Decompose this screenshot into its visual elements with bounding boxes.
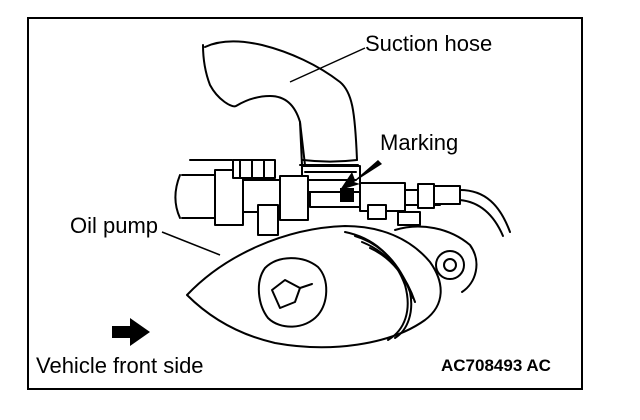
suction-hose	[202, 40, 359, 166]
suction-hose-label: Suction hose	[365, 31, 493, 56]
right-arrow-icon	[112, 318, 150, 346]
figure-code: AC708493 AC	[441, 356, 551, 375]
oil-pump-body	[186, 225, 442, 349]
oil-pump-label: Oil pump	[70, 213, 159, 238]
pump-rear-body	[394, 225, 478, 293]
marking-highlight	[340, 188, 354, 202]
vehicle-front-side-label: Vehicle front side	[36, 353, 204, 378]
marking-label: Marking	[380, 130, 459, 155]
pointer-arrow-icon	[340, 160, 382, 190]
leader-lines	[161, 47, 366, 256]
